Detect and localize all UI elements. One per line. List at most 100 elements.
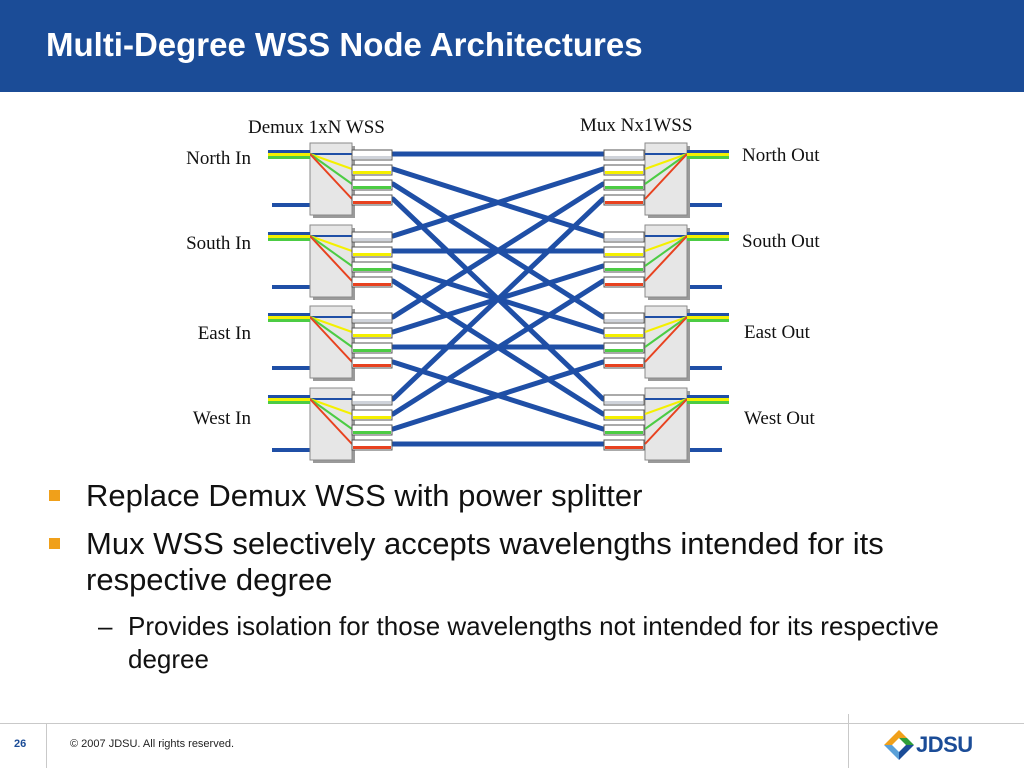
fan-line <box>644 153 688 185</box>
port-color-band <box>605 364 643 367</box>
fan-line <box>309 316 353 333</box>
port-tab <box>603 439 645 451</box>
port-tab <box>351 327 393 339</box>
fan-line <box>309 235 353 267</box>
bullet-text: Mux WSS selectively accepts wavelengths … <box>86 526 884 597</box>
port-tab <box>351 276 393 288</box>
port-tab <box>603 194 645 206</box>
mux-module-north <box>603 142 729 218</box>
port-color-band <box>353 253 391 256</box>
port-color-band <box>353 201 391 204</box>
port-color-band <box>353 446 391 449</box>
sub-bullet-item: – Provides isolation for those wavelengt… <box>40 610 998 676</box>
fan-line <box>644 316 688 363</box>
port-color-band <box>605 238 643 241</box>
fan-line <box>309 153 353 200</box>
demux-module-south <box>268 224 393 300</box>
port-tab <box>351 439 393 451</box>
port-tab <box>603 179 645 191</box>
stub-strip <box>268 395 310 398</box>
port-tab <box>351 194 393 206</box>
fan-line <box>309 153 353 185</box>
port-color-band <box>353 319 391 322</box>
cross-fiber <box>390 181 606 320</box>
stub-strip <box>687 238 729 241</box>
port-color-band <box>353 156 391 159</box>
logo-text: JDSU <box>916 732 973 757</box>
port-tab <box>603 342 645 354</box>
jdsu-logo: JDSU <box>880 724 990 764</box>
bullet-item: Mux WSS selectively accepts wavelengths … <box>40 526 1000 598</box>
fan-line <box>644 235 688 282</box>
port-tab <box>351 312 393 324</box>
bullet-item: Replace Demux WSS with power splitter <box>40 478 1000 514</box>
port-tab <box>603 231 645 243</box>
bullet-text: Replace Demux WSS with power splitter <box>86 478 643 513</box>
stub-strip <box>687 398 729 401</box>
fan-line <box>644 398 688 430</box>
port-color-band <box>353 268 391 271</box>
mux-module-west <box>603 387 729 463</box>
port-tab <box>603 357 645 369</box>
port-tab <box>351 342 393 354</box>
page-number: 26 <box>14 738 27 750</box>
port-tab <box>351 424 393 436</box>
stub-strip <box>268 316 310 319</box>
port-tab <box>351 357 393 369</box>
cross-fiber <box>390 196 606 402</box>
port-tab <box>351 261 393 273</box>
mux-label: Mux Nx1WSS <box>580 115 692 136</box>
port-tab <box>603 164 645 176</box>
stub-strip <box>687 156 729 159</box>
fan-line <box>309 316 353 363</box>
stub-strip <box>268 238 310 241</box>
port-tab <box>603 424 645 436</box>
bullet-list: Replace Demux WSS with power splitter Mu… <box>40 478 1000 676</box>
footer-divider <box>0 723 1024 724</box>
fan-line <box>644 235 688 267</box>
port-tab <box>603 394 645 406</box>
fan-line <box>309 398 353 415</box>
stub-strip <box>268 313 310 316</box>
port-color-band <box>605 431 643 434</box>
fan-line <box>644 235 688 252</box>
port-tab <box>603 261 645 273</box>
output-label-north: North Out <box>742 145 820 166</box>
port-tab <box>351 409 393 421</box>
cross-fiber <box>390 166 606 239</box>
port-tab <box>603 409 645 421</box>
port-color-band <box>605 319 643 322</box>
wss-node-diagram: Demux 1xN WSS Mux Nx1WSS North In South … <box>186 115 820 463</box>
output-label-east: East Out <box>744 322 811 343</box>
port-color-band <box>605 268 643 271</box>
port-color-band <box>353 364 391 367</box>
cross-fiber <box>390 359 606 432</box>
stub-strip <box>687 232 729 235</box>
dash-icon: – <box>98 611 113 641</box>
stub-strip <box>687 150 729 153</box>
fan-line <box>644 153 688 200</box>
port-color-band <box>605 283 643 286</box>
stub-strip <box>268 150 310 153</box>
port-tab <box>603 312 645 324</box>
port-color-band <box>605 334 643 337</box>
stub-strip <box>268 319 310 322</box>
stub-strip <box>268 232 310 235</box>
fan-line <box>644 398 688 415</box>
fan-line <box>309 316 353 348</box>
fan-line <box>309 398 353 430</box>
stub-strip <box>687 401 729 404</box>
port-color-band <box>605 186 643 189</box>
port-color-band <box>605 349 643 352</box>
stub-strip <box>268 398 310 401</box>
fan-line <box>644 316 688 333</box>
jdsu-diamond-icon <box>883 729 915 761</box>
port-color-band <box>353 334 391 337</box>
port-tab <box>351 231 393 243</box>
fan-line <box>644 316 688 348</box>
fan-line <box>644 153 688 170</box>
mux-wss-column <box>603 142 729 463</box>
port-color-band <box>353 401 391 404</box>
port-tab <box>351 149 393 161</box>
stub-strip <box>687 395 729 398</box>
